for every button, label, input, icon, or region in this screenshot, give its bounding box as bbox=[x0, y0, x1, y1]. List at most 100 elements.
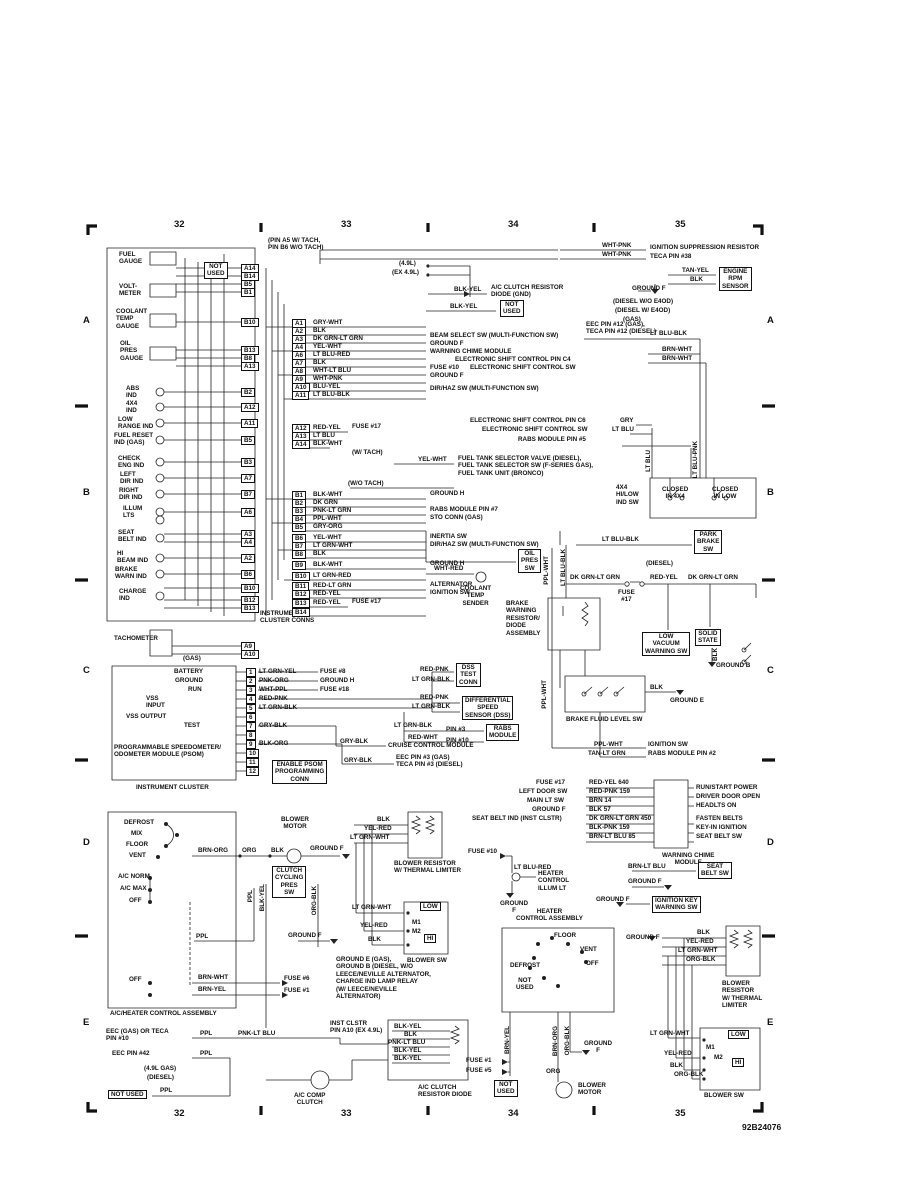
diagram-label: OIL PRES SW bbox=[518, 549, 542, 574]
diagram-label: A12 bbox=[241, 403, 259, 413]
diagram-label: OFF bbox=[586, 960, 599, 967]
diagram-label: DIR/HAZ SW (MULTI-FUNCTION SW) bbox=[430, 541, 539, 548]
diagram-label: YEL-WHT bbox=[313, 343, 342, 350]
diagram-label: BLK 57 bbox=[589, 806, 611, 813]
diagram-label: BLK bbox=[690, 276, 703, 283]
diagram-label: M1 bbox=[412, 919, 421, 926]
diagram-label: A7 bbox=[241, 474, 256, 484]
diagram-label: GROUND bbox=[175, 677, 203, 684]
diagram-label: C bbox=[767, 665, 774, 676]
diagram-label: RABS MODULE PIN #2 bbox=[648, 750, 716, 757]
diagram-label: GROUND H bbox=[430, 560, 465, 567]
diagram-label: FUEL RESET IND (GAS) bbox=[114, 432, 154, 447]
diagram-label: GROUND F bbox=[626, 934, 660, 941]
diagram-label: DK GRN-LT GRN bbox=[688, 574, 738, 581]
diagram-label: GROUND E (GAS), GROUND B (DIESEL, W/O LE… bbox=[336, 956, 431, 1001]
diagram-label: CLOSED IN LOW bbox=[712, 486, 739, 501]
diagram-label: OFF bbox=[129, 897, 142, 904]
diagram-label: FUSE #5 bbox=[466, 1067, 492, 1074]
diagram-label: EEC PIN #12 (GAS), TECA PIN #12 (DIESEL) bbox=[586, 321, 657, 336]
diagram-label: PPL bbox=[247, 890, 254, 903]
diagram-label: A11 bbox=[292, 391, 310, 401]
diagram-label: LT GRN-BLK bbox=[259, 704, 298, 711]
diagram-label: FUSE #8 bbox=[320, 668, 346, 675]
diagram-label: PNK-LT BLU bbox=[238, 1030, 276, 1037]
diagram-label: DK GRN-LT GRN 450 bbox=[589, 815, 652, 822]
diagram-label: FUSE #1 bbox=[284, 987, 310, 994]
diagram-label: GRY bbox=[620, 417, 634, 424]
diagram-label: BRN-WHT bbox=[662, 346, 693, 353]
diagram-label: BRN-ORG bbox=[552, 1026, 559, 1057]
diagram-label: ELECTRONIC SHIFT CONTROL PIN C4 bbox=[455, 356, 571, 363]
diagram-label: VENT bbox=[129, 852, 146, 859]
diagram-label: LEFT DOOR SW bbox=[519, 788, 568, 795]
diagram-label: PARK BRAKE SW bbox=[694, 530, 723, 555]
diagram-label: INSTRUMENT CLUSTER bbox=[136, 784, 209, 791]
diagram-label: YEL-RED bbox=[364, 825, 392, 832]
diagram-label: YEL-RED bbox=[664, 1050, 692, 1057]
diagram-label: (PIN A5 W/ TACH, PIN B6 W/O TACH) bbox=[268, 237, 324, 252]
diagram-label: HEATER CONTROL ILLUM LT bbox=[538, 870, 570, 892]
diagram-label: LT BLU-BLK bbox=[313, 391, 350, 398]
diagram-label: BLK-WHT bbox=[313, 440, 343, 447]
diagram-label: ELECTRONIC SHIFT CONTROL SW bbox=[470, 364, 576, 371]
diagram-label: 33 bbox=[341, 1108, 352, 1119]
wires-layer bbox=[106, 247, 761, 1099]
diagram-label: BLU-YEL bbox=[313, 383, 341, 390]
diagram-label: GROUND F bbox=[596, 896, 630, 903]
diagram-label: ENABLE PSOM PROGRAMMING CONN bbox=[272, 760, 328, 785]
diagram-label: DRIVER DOOR OPEN bbox=[696, 793, 761, 800]
diagram-label: CHECK ENG IND bbox=[118, 455, 145, 470]
diagram-label: RED-PNK bbox=[420, 666, 449, 673]
diagram-label: CRUISE CONTROL MODULE bbox=[388, 742, 474, 749]
diagram-label: B2 bbox=[241, 388, 256, 398]
diagram-label: BLOWER RESISTOR W/ THERMAL LIMITER bbox=[394, 860, 462, 875]
diagram-label: B3 bbox=[241, 458, 256, 468]
diagram-label: 4 bbox=[246, 695, 256, 705]
diagram-label: A6 bbox=[241, 508, 256, 518]
diagram-label: CLOSED IN 4X4 bbox=[662, 486, 689, 501]
diagram-label: E bbox=[767, 1017, 774, 1028]
diagram-label: FUSE #18 bbox=[320, 686, 350, 693]
diagram-label: BRN-LT BLU bbox=[628, 863, 666, 870]
diagram-label: DIFFERENTIAL SPEED SENSOR (DSS) bbox=[462, 696, 514, 721]
diagram-label: A2 bbox=[241, 554, 256, 564]
diagram-label: GRY-BLK bbox=[259, 722, 288, 729]
diagram-label: LT GRN-WHT bbox=[352, 904, 392, 911]
diagram-label: GROUND F bbox=[288, 932, 322, 939]
diagram-label: ELECTRONIC SHIFT CONTROL SW bbox=[482, 426, 588, 433]
diagram-label: BLK-ORG bbox=[259, 740, 289, 747]
diagram-label: LOW RANGE IND bbox=[118, 416, 154, 431]
diagram-label: LEFT DIR IND bbox=[120, 471, 144, 486]
diagram-label: A/C COMP CLUTCH bbox=[294, 1092, 326, 1107]
diagram-label: GROUND F bbox=[632, 285, 666, 292]
diagram-label: HI bbox=[424, 934, 437, 944]
diagram-label: FASTEN BELTS bbox=[696, 815, 743, 822]
diagram-label: GROUND F bbox=[500, 900, 528, 915]
diagram-label: EEC PIN #3 (GAS) TECA PIN #3 (DIESEL) bbox=[396, 754, 463, 769]
diagram-label: M2 bbox=[412, 928, 421, 935]
diagram-label: IGNITION SUPPRESSION RESISTOR bbox=[650, 244, 760, 251]
diagram-label: LT GRN-WHT bbox=[313, 542, 353, 549]
diagram-label: BLK-YEL bbox=[454, 286, 482, 293]
diagram-label: 35 bbox=[675, 1108, 686, 1119]
diagram-label: FUEL TANK SELECTOR VALVE (DIESEL), FUEL … bbox=[458, 455, 594, 477]
diagram-label: A11 bbox=[241, 419, 259, 429]
diagram-label: TEST bbox=[184, 722, 201, 729]
diagram-label: STO CONN (GAS) bbox=[430, 514, 483, 521]
diagram-label: B1 bbox=[241, 288, 256, 298]
diagram-label: LT BLU-BLK bbox=[560, 549, 567, 586]
diagram-label: B9 bbox=[292, 561, 307, 571]
diagram-label: NOT USED bbox=[500, 300, 524, 317]
diagram-label: HEATER CONTROL ASSEMBLY bbox=[516, 908, 583, 923]
diagram-label: BLOWER RESISTOR W/ THERMAL LIMITER bbox=[722, 980, 763, 1010]
diagram-label: YEL-WHT bbox=[313, 534, 342, 541]
diagram-label: LT BLU bbox=[612, 426, 634, 433]
diagram-label: DK GRN-LT GRN bbox=[313, 335, 363, 342]
diagram-label: VOLT- METER bbox=[119, 283, 142, 298]
diagram-label: BLK bbox=[670, 1062, 683, 1069]
diagram-label: MIX bbox=[131, 830, 143, 837]
diagram-label: FUSE #17 bbox=[352, 423, 382, 430]
diagram-label: M2 bbox=[714, 1054, 723, 1061]
